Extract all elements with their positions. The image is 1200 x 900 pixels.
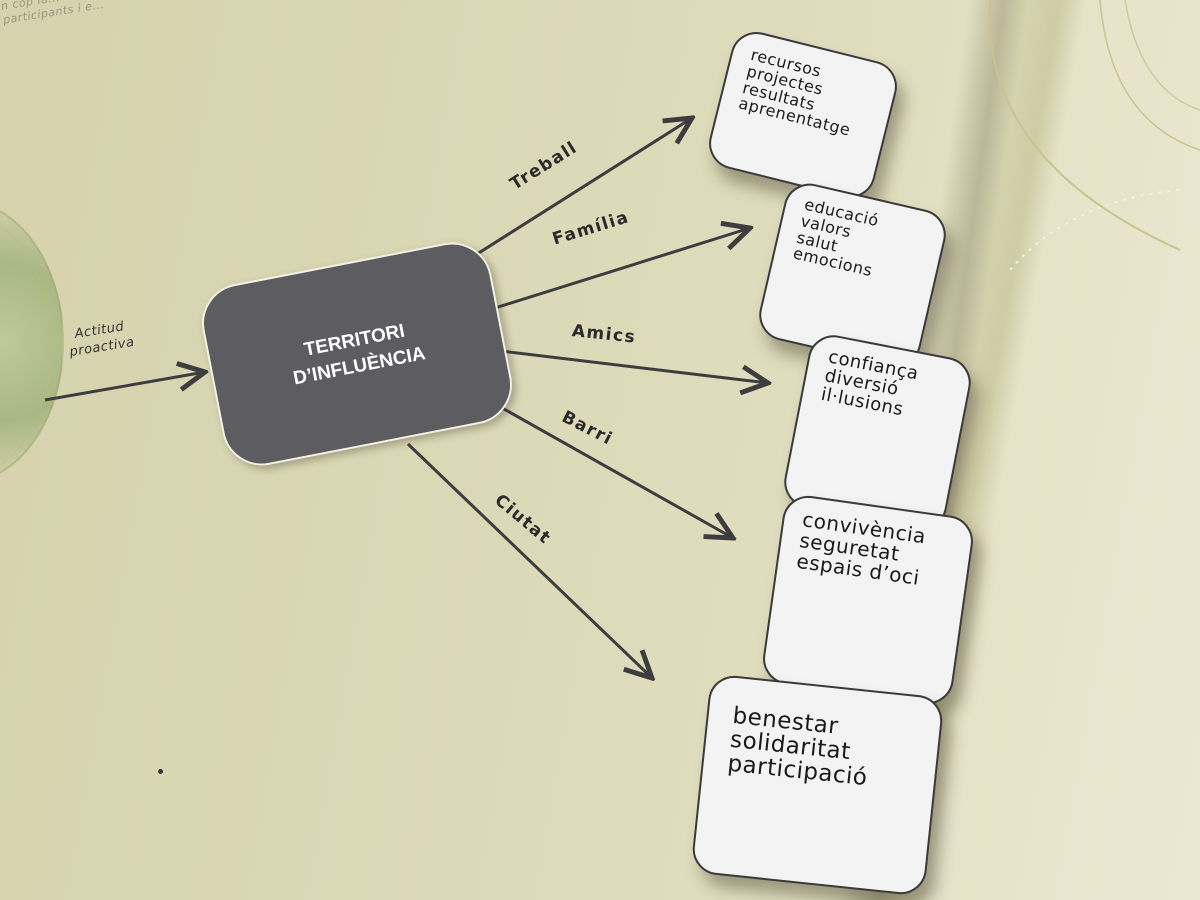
branch-arrow-treball: [454, 118, 692, 270]
input-arrow: [44, 372, 205, 402]
branch-arrow-familia: [494, 228, 750, 310]
branch-arrow-amics: [491, 348, 768, 383]
box-ciutat: benestar solidaritat participació: [690, 673, 945, 897]
page-speck: [158, 769, 163, 774]
branch-arrow-barri: [487, 398, 733, 538]
branch-arrow-ciutat: [406, 442, 652, 678]
box-barri: convivència seguretat espais d’oci: [759, 492, 977, 708]
decorative-rings: [988, 0, 1200, 271]
center-node-label: TERRITORI D’INFLUÈNCIA: [286, 316, 428, 393]
